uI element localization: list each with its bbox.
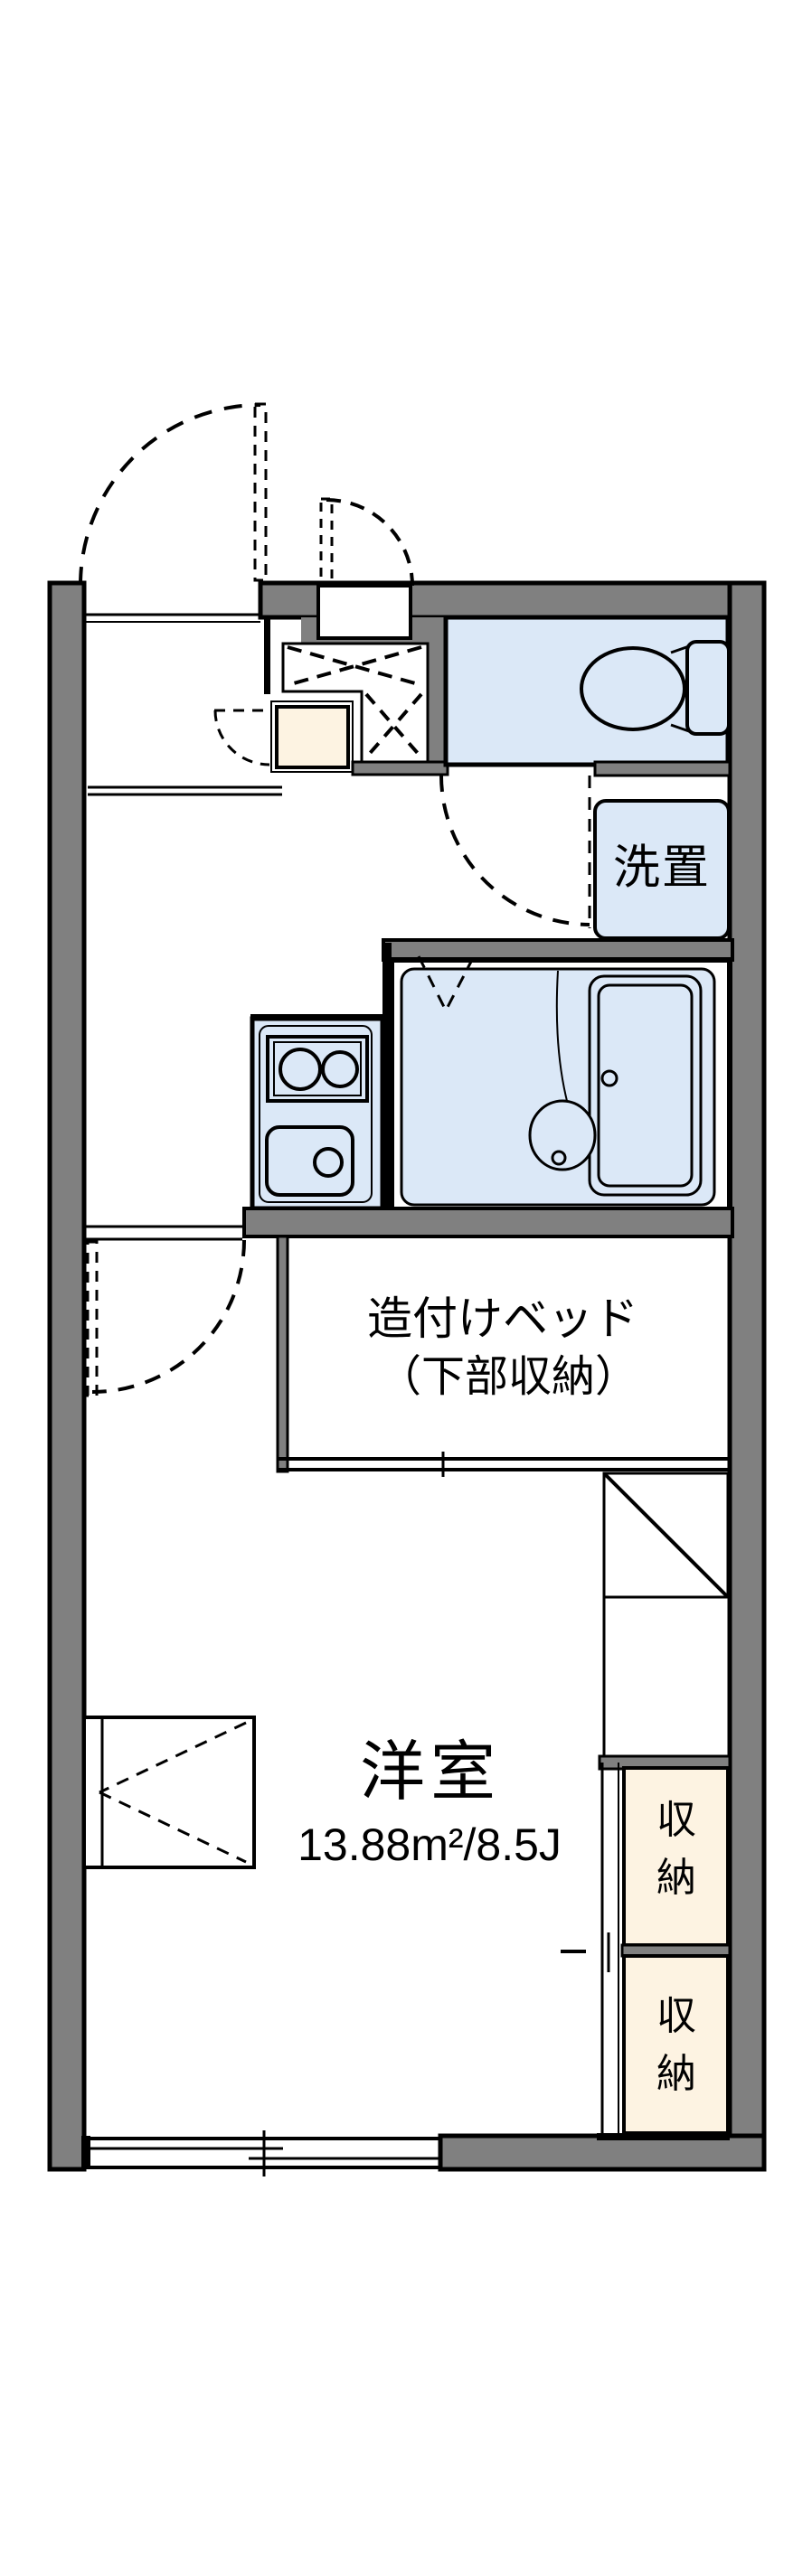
toilet-join-top [670,644,690,654]
cabinet-door-arc [213,710,270,766]
genkan-partition [264,617,270,694]
room-door-leaf [86,1240,99,1397]
bed-label-line1: 造付けベッド [367,1293,638,1344]
bathtub-outer [588,974,703,1197]
toilet-bowl [580,646,686,731]
closet-bottom-edge [597,2133,730,2140]
kitchen-sink [265,1125,354,1197]
toilet-left-wall [428,617,446,775]
wall-left [47,580,87,2172]
washer-label: 洗置 [612,841,712,895]
kitchen-unit [250,1016,385,1211]
bath-partition-curve [555,970,569,1105]
stove-burner-right [321,1050,359,1088]
niche-box [316,584,412,640]
sink-drain [313,1147,344,1178]
left-window-box [82,1716,256,1869]
bathtub-inner [597,983,694,1188]
toilet-door-arc [439,775,590,926]
wall-bottom [438,2133,767,2172]
left-window-swing-bottom [99,1791,247,1864]
toilet-join-bottom [670,723,690,733]
wall-mid-band [382,938,734,962]
storage-x-mark-2b [364,692,423,759]
closet-2-label: 収納 [656,1994,696,2096]
bed-left-wall [276,1235,289,1473]
room-name-label: 洋室 [359,1736,502,1810]
niche-door-arc [326,498,414,587]
entrance-door-arc [79,403,261,586]
storage-bottom-wall [351,760,449,776]
shoe-cabinet-outer [270,700,354,773]
room-area-label: 13.88m²/8.5J [297,1819,562,1870]
kitchen-bath-divider [382,943,392,1216]
left-window-swing-top [99,1721,247,1794]
kitchen-counter-outline [259,1025,373,1203]
bed-label-line2: （下部収納） [377,1352,639,1401]
closet-2 [622,1954,730,2135]
wall-right [727,580,767,2172]
entrance-door-leaf [253,402,268,582]
wash-basin [528,1099,597,1171]
bathtub-drain [600,1069,618,1087]
stove [266,1035,369,1103]
closet-1-label: 収納 [656,1798,696,1900]
wall-bed-band [242,1207,734,1238]
stove-burner-left [279,1048,322,1091]
stove-inner [273,1041,362,1096]
fridge-diagonal [602,1471,730,1599]
toilet-washer-wall [593,760,732,777]
window-left-jamb [81,2136,90,2169]
basin-drain [551,1150,567,1166]
niche-door-leaf [319,497,334,586]
toilet-tank [685,640,731,736]
shoe-cabinet [275,705,350,769]
storage-x-mark-2a [364,692,423,759]
room-door-arc [91,1239,246,1394]
